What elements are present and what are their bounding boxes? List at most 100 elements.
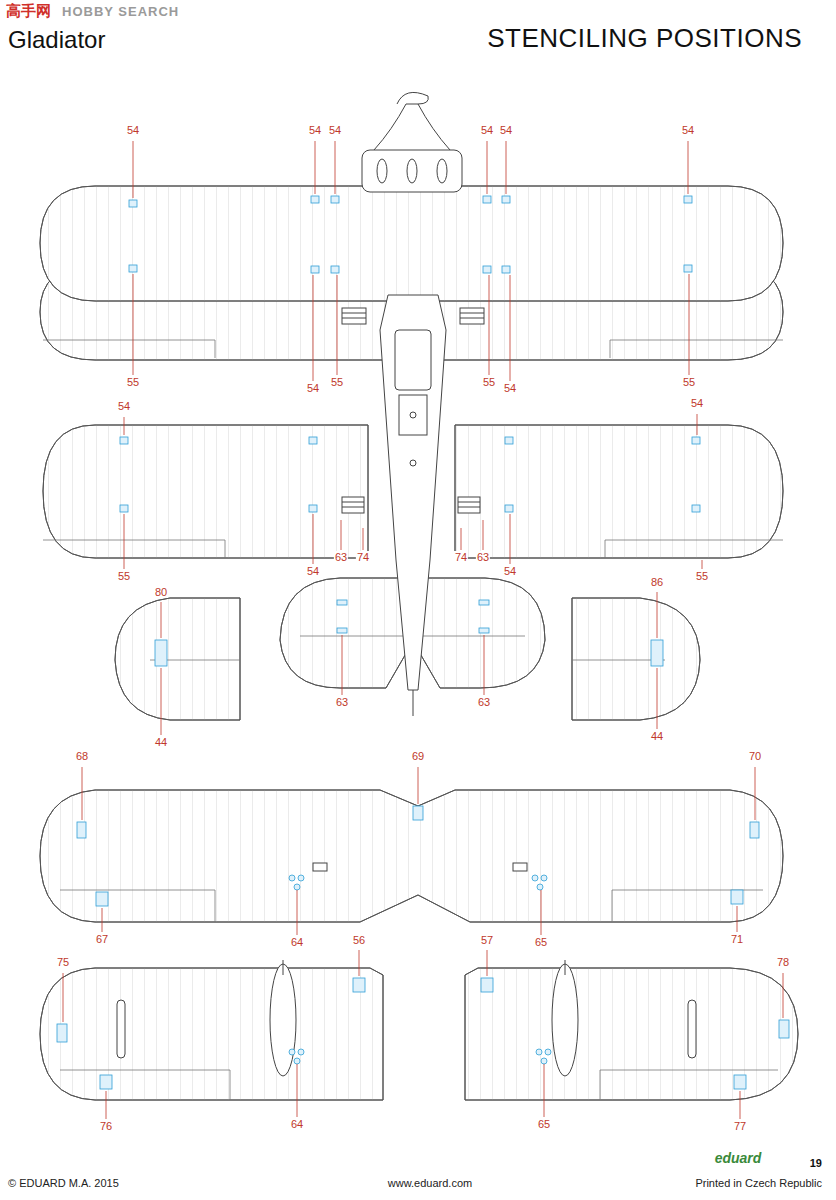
underside-details xyxy=(117,863,696,1076)
illustration-part xyxy=(96,892,108,906)
callout-number: 54 xyxy=(503,565,517,577)
illustration-part xyxy=(692,437,700,444)
callout-number: 65 xyxy=(534,936,548,948)
callout-number: 63 xyxy=(476,551,490,563)
illustration-part xyxy=(688,1000,696,1058)
illustration-part xyxy=(283,960,284,975)
illustration-part xyxy=(552,964,578,1076)
copyright: © EDUARD M.A. 2015 xyxy=(8,1177,119,1189)
callout-number: 54 xyxy=(117,400,131,412)
illustration-part xyxy=(397,92,428,104)
illustration-part xyxy=(309,505,317,512)
illustration-part xyxy=(460,308,484,324)
illustration-part xyxy=(43,540,225,558)
illustration-part xyxy=(359,950,360,976)
illustration-part xyxy=(537,884,543,890)
illustration-part xyxy=(331,196,339,203)
illustration-part xyxy=(461,528,462,550)
illustration-part xyxy=(502,266,510,273)
illustration-part xyxy=(657,668,658,729)
illustration-part xyxy=(541,890,542,935)
callout-number: 67 xyxy=(95,933,109,945)
illustration-part xyxy=(465,968,798,1100)
illustration-part xyxy=(689,274,690,375)
illustration-part xyxy=(309,437,317,444)
illustration-part xyxy=(313,275,314,381)
callout-number: 54 xyxy=(503,382,517,394)
illustration-part xyxy=(407,159,417,183)
callout-number: 57 xyxy=(480,934,494,946)
callout-number: 71 xyxy=(730,933,744,945)
illustration-part xyxy=(458,497,480,513)
illustration-part xyxy=(487,950,488,976)
callout-number: 44 xyxy=(650,730,664,742)
illustration-part xyxy=(129,200,137,207)
illustration-part xyxy=(294,1058,300,1064)
illustration-part xyxy=(610,340,783,358)
illustration-part xyxy=(437,159,447,183)
illustration-part xyxy=(502,196,510,203)
illustration-part xyxy=(532,875,538,881)
callout-number: 54 xyxy=(681,124,695,136)
illustration-part xyxy=(120,437,128,444)
callout-number: 63 xyxy=(477,696,491,708)
callout-number: 54 xyxy=(499,124,513,136)
callout-number: 64 xyxy=(290,936,304,948)
callout-number: 55 xyxy=(482,376,496,388)
illustration-part xyxy=(692,505,700,512)
illustration-part xyxy=(565,960,566,975)
illustration-part xyxy=(483,266,491,273)
illustration-part xyxy=(481,978,493,992)
illustration-part xyxy=(120,505,128,512)
illustration-part xyxy=(161,668,162,735)
callout-number: 86 xyxy=(650,576,664,588)
illustration-part xyxy=(363,528,364,550)
illustration-part xyxy=(297,890,298,935)
stencil-marks xyxy=(57,196,789,1089)
callout-number: 55 xyxy=(682,376,696,388)
illustration-part xyxy=(337,600,347,605)
illustration-part xyxy=(298,875,304,881)
illustration-part xyxy=(294,884,300,890)
illustration-part xyxy=(697,414,698,435)
illustration-part xyxy=(605,540,783,558)
callout-number: 44 xyxy=(154,736,168,748)
illustration-part xyxy=(313,863,327,871)
illustration-part xyxy=(483,196,491,203)
illustration-part xyxy=(702,560,703,569)
leader-lines xyxy=(63,141,783,1119)
illustration-part xyxy=(133,274,134,375)
illustration-part xyxy=(102,908,103,932)
illustration-part xyxy=(342,635,343,695)
illustration-part xyxy=(545,1049,551,1055)
illustration-part xyxy=(115,598,240,720)
illustration-part xyxy=(418,767,419,804)
callout-number: 55 xyxy=(117,570,131,582)
illustration-part xyxy=(510,514,511,564)
callout-number: 76 xyxy=(99,1120,113,1132)
illustration-part xyxy=(684,196,692,203)
illustration-part xyxy=(63,973,64,1022)
illustration-part xyxy=(413,806,423,820)
callout-number: 55 xyxy=(330,376,344,388)
illustration-part xyxy=(115,598,240,720)
illustration-part xyxy=(479,600,489,605)
callout-number: 80 xyxy=(154,586,168,598)
illustration-part xyxy=(487,141,488,194)
illustration-part xyxy=(612,890,763,922)
illustration-part xyxy=(60,890,215,922)
callout-number: 69 xyxy=(411,750,425,762)
illustration-part xyxy=(57,1024,67,1042)
illustration-part xyxy=(297,1064,298,1117)
illustration-part xyxy=(455,425,783,558)
illustration-part xyxy=(40,790,783,922)
illustration-part xyxy=(124,514,125,569)
callout-number: 74 xyxy=(454,551,468,563)
illustration-part xyxy=(779,1020,789,1038)
illustration-part xyxy=(734,1075,746,1089)
illustration-part xyxy=(510,275,511,381)
illustration-part xyxy=(82,767,83,820)
illustration-part xyxy=(298,1049,304,1055)
illustration-part xyxy=(410,412,416,418)
illustration-part xyxy=(651,640,663,666)
